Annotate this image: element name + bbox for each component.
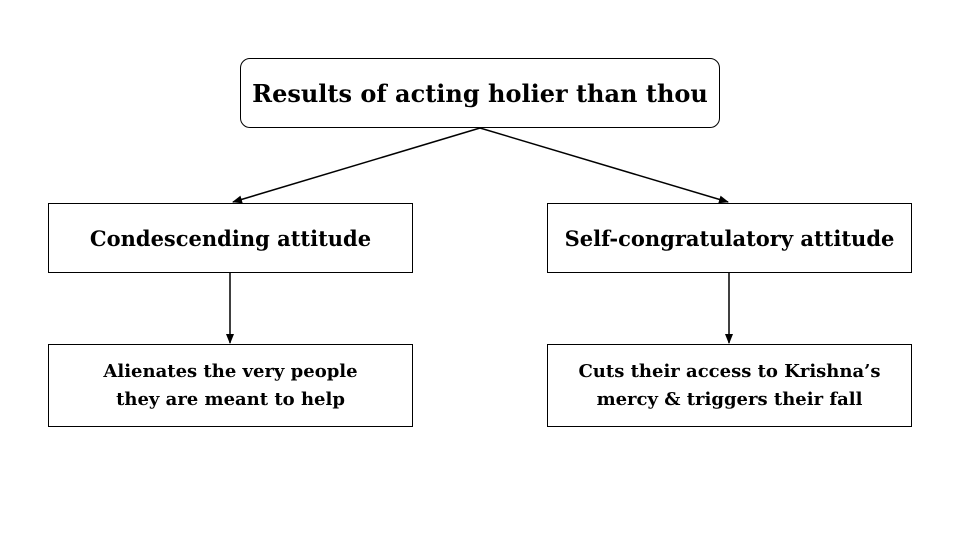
outcome-line: they are meant to help (116, 388, 345, 410)
branch-node-label: Condescending attitude (89, 225, 372, 251)
outcome-line: mercy & triggers their fall (596, 388, 863, 410)
branch-node-condescending: Condescending attitude (48, 203, 413, 273)
branch-node-self-congratulatory: Self-congratulatory attitude (547, 203, 912, 273)
branch-node-label: Self-congratulatory attitude (564, 225, 895, 251)
root-node: Results of acting holier than thou (240, 58, 720, 128)
root-node-label: Results of acting holier than thou (252, 78, 708, 108)
arrow-root-to-right (479, 127, 729, 204)
outcome-node-alienates: Alienates the very people they are meant… (48, 344, 413, 427)
outcome-node-cuts-access: Cuts their access to Krishna’s mercy & t… (547, 344, 912, 427)
outcome-line: Alienates the very people (103, 360, 358, 382)
outcome-line: Cuts their access to Krishna’s (578, 360, 881, 382)
arrow-root-to-left (232, 127, 481, 204)
